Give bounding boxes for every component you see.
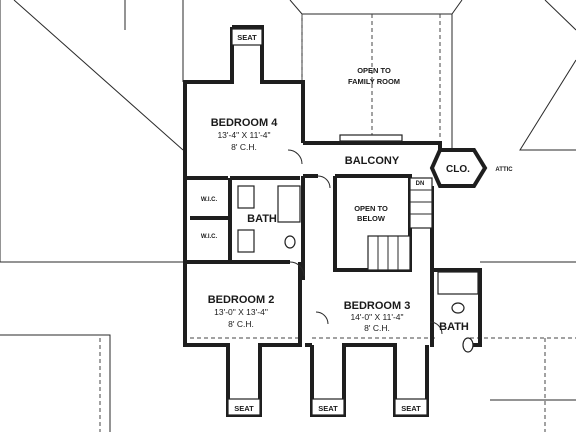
bedroom3-dims: 14'-0" X 11'-4" [350, 312, 403, 322]
wic-top-name: W.I.C. [201, 197, 218, 203]
bedroom2-name: BEDROOM 2 [208, 294, 275, 306]
balcony-name: BALCONY [345, 155, 400, 167]
bedroom3-name: BEDROOM 3 [344, 300, 411, 312]
seat-label-bedroom3-left: SEAT [318, 404, 338, 413]
seat-windows [227, 28, 428, 416]
bedroom2-ceiling: 8' C.H. [228, 319, 254, 329]
door-swings [287, 149, 443, 335]
bedroom4-dims: 13'-4" X 11'-4" [217, 130, 270, 140]
bedroom4-ceiling: 8' C.H. [231, 142, 257, 152]
closet-name: CLO. [446, 164, 470, 175]
wic-bottom-name: W.I.C. [201, 234, 218, 240]
staircase [367, 177, 433, 271]
bath-fixtures [237, 185, 479, 353]
bath-lower-name: BATH [439, 321, 469, 333]
bedroom2-dims: 13'-0" X 13'-4" [214, 307, 268, 317]
seat-label-bedroom3-right: SEAT [401, 404, 421, 413]
dashed-lines [99, 14, 576, 432]
open-below-line2: BELOW [357, 214, 386, 223]
open-below-line1: OPEN TO [354, 204, 388, 213]
balcony-railing [339, 134, 403, 142]
stair-down-label: DN [416, 181, 425, 187]
bedroom3-ceiling: 8' C.H. [364, 323, 390, 333]
bedroom4-name: BEDROOM 4 [211, 117, 279, 129]
seat-label-bedroom2: SEAT [234, 404, 254, 413]
open-family-line2: FAMILY ROOM [348, 77, 400, 86]
bath-upper-name: BATH [247, 213, 277, 225]
open-family-line1: OPEN TO [357, 66, 391, 75]
seat-label-top: SEAT [237, 33, 257, 42]
attic-name: ATTIC [495, 167, 513, 173]
